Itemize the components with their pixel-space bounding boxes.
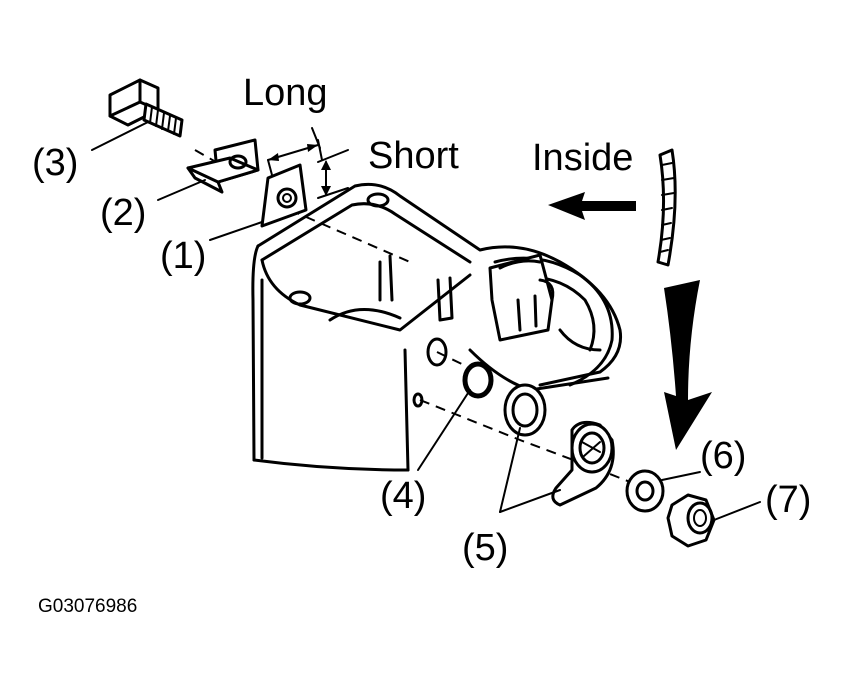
part-5-label: (5) (462, 527, 508, 569)
install-direction-arrow (664, 280, 712, 450)
housing (251, 182, 623, 472)
part-7-label: (7) (765, 479, 811, 521)
short-label: Short (368, 135, 459, 177)
bracket-part-2 (186, 138, 260, 194)
nut-part-7 (666, 493, 716, 548)
part-1-label: (1) (160, 235, 206, 277)
inside-label: Inside (532, 137, 633, 179)
inside-direction-arrow (548, 192, 636, 220)
flange-part-5 (551, 420, 615, 507)
assembly-guide-lines (194, 149, 651, 491)
leader-lines (91, 121, 761, 521)
long-label: Long (243, 72, 328, 114)
part-4-label: (4) (380, 475, 426, 517)
dimension-lines (267, 127, 349, 199)
plate-part-1 (260, 163, 308, 228)
washer-part-6 (625, 469, 665, 513)
o-ring-part-4 (462, 361, 494, 399)
bolt-part-3 (108, 78, 184, 138)
seal-part-5 (503, 383, 547, 437)
part-6-label: (6) (700, 435, 746, 477)
seal-section-icon (656, 148, 677, 267)
figure-code: G03076986 (38, 596, 137, 617)
part-2-label: (2) (100, 192, 146, 234)
part-3-label: (3) (32, 142, 78, 184)
